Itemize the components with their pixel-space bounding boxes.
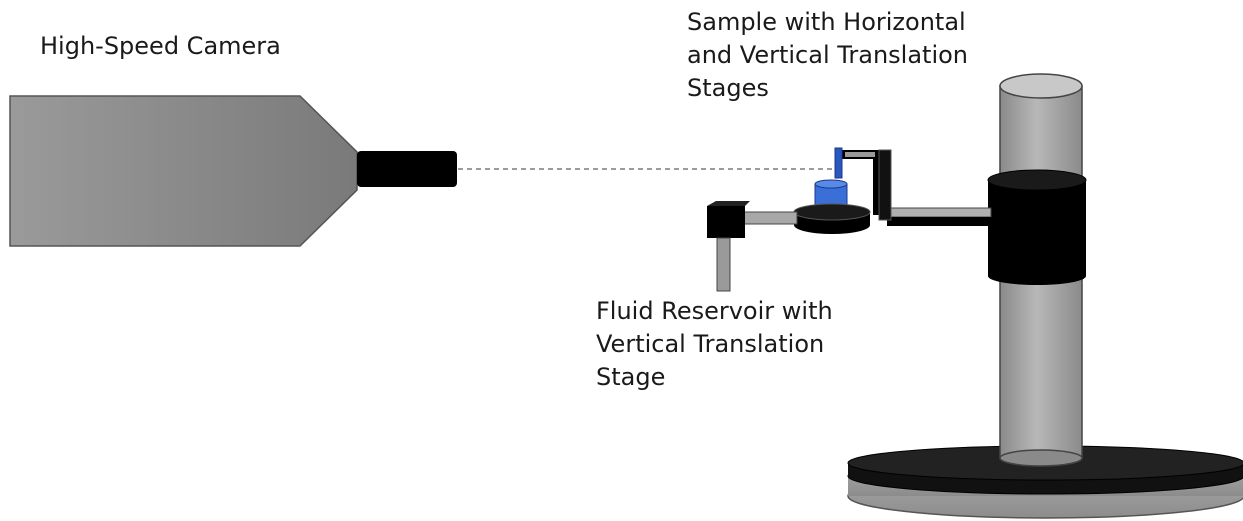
camera-lens	[357, 151, 457, 187]
reservoir-label-line-3: Stage	[596, 363, 666, 391]
reservoir-arm	[741, 211, 798, 225]
camera-body	[9, 95, 358, 247]
sample-label-line-2: and Vertical Translation	[687, 41, 969, 69]
camera-label-text: High-Speed Camera	[40, 32, 281, 60]
sample-rod	[834, 147, 843, 179]
reservoir-stage-block	[707, 201, 750, 238]
sample-label-line-1: Sample with Horizontal	[687, 8, 966, 36]
sample-stage-bracket	[841, 149, 892, 221]
reservoir-label-line-1: Fluid Reservoir with	[596, 297, 833, 325]
sample-label: Sample with Horizontal and Vertical Tran…	[687, 6, 968, 105]
reservoir-post	[716, 237, 731, 292]
camera-label: High-Speed Camera	[40, 30, 281, 63]
reservoir-label: Fluid Reservoir with Vertical Translatio…	[596, 295, 833, 394]
sample-label-line-3: Stages	[687, 74, 769, 102]
horizontal-arm	[886, 207, 992, 226]
column-clamp	[987, 169, 1087, 285]
reservoir-stage-disk	[793, 203, 871, 234]
reservoir-label-line-2: Vertical Translation	[596, 330, 825, 358]
